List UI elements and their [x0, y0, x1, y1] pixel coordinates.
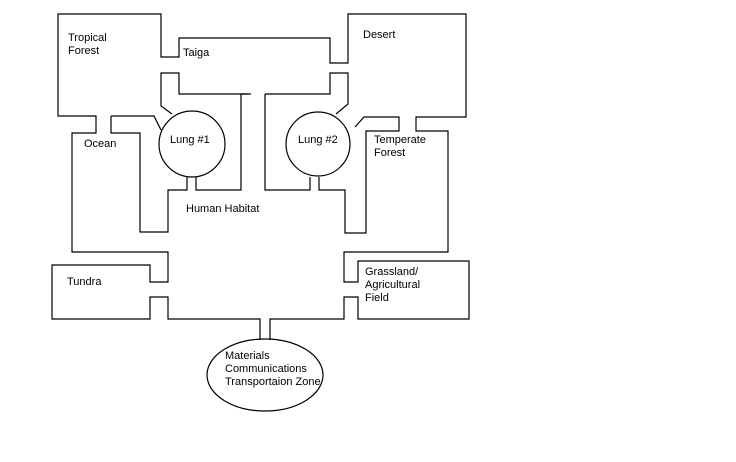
materials-zone-label: Materials Communications Transportaion Z…: [225, 350, 321, 389]
lung2-circle: [285, 111, 351, 177]
materials-line2: Communications: [225, 363, 307, 375]
lung2-habitat-wall: [264, 94, 311, 191]
human-habitat-label: Human Habitat: [186, 203, 260, 215]
tropical-forest-label: Tropical Forest: [68, 32, 107, 58]
grassland-line2: Agricultural: [365, 279, 421, 291]
taiga-label: Taiga: [183, 47, 210, 59]
ocean-label: Ocean: [84, 138, 117, 150]
desert-label: Desert: [363, 29, 396, 41]
taiga-inner-right-wall: [265, 72, 349, 115]
left-outer-wall: [51, 13, 470, 340]
taiga-inner-left-wall: [160, 72, 248, 115]
lung2-label: Lung #2: [298, 134, 338, 146]
grassland-line3: Field: [365, 292, 389, 304]
ocean-lung1-wall: [111, 115, 162, 131]
temperate-forest-label: Temperate Forest: [374, 134, 426, 160]
tropical-forest-line2: Forest: [68, 45, 100, 57]
tundra-label: Tundra: [67, 276, 102, 288]
materials-line3: Transportaion Zone: [225, 376, 321, 388]
ocean-inner-wall: [110, 116, 188, 233]
temperate-forest-line1: Temperate: [374, 134, 426, 146]
temperate-inner-wall: [318, 116, 400, 234]
temperate-forest-line2: Forest: [374, 147, 406, 159]
grassland-label: Grassland/ Agricultural Field: [365, 266, 420, 305]
lung1-circle: [158, 110, 226, 178]
materials-zone-ellipse: [206, 338, 324, 412]
grassland-line1: Grassland/: [365, 266, 419, 278]
lung1-label: Lung #1: [170, 134, 210, 146]
materials-line1: Materials: [225, 350, 270, 362]
tropical-forest-line1: Tropical: [68, 32, 107, 44]
